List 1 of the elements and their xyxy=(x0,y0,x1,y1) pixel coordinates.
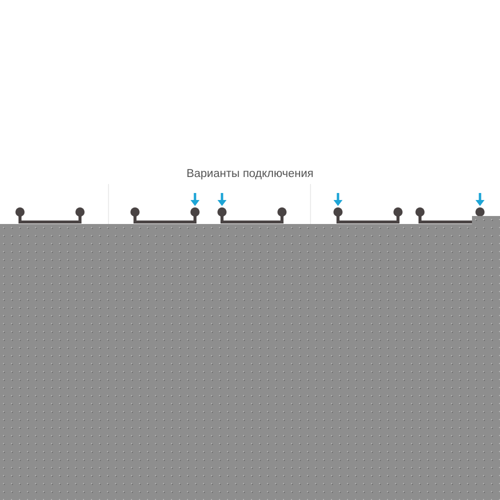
diagram-title: Варианты подключения xyxy=(186,168,314,180)
